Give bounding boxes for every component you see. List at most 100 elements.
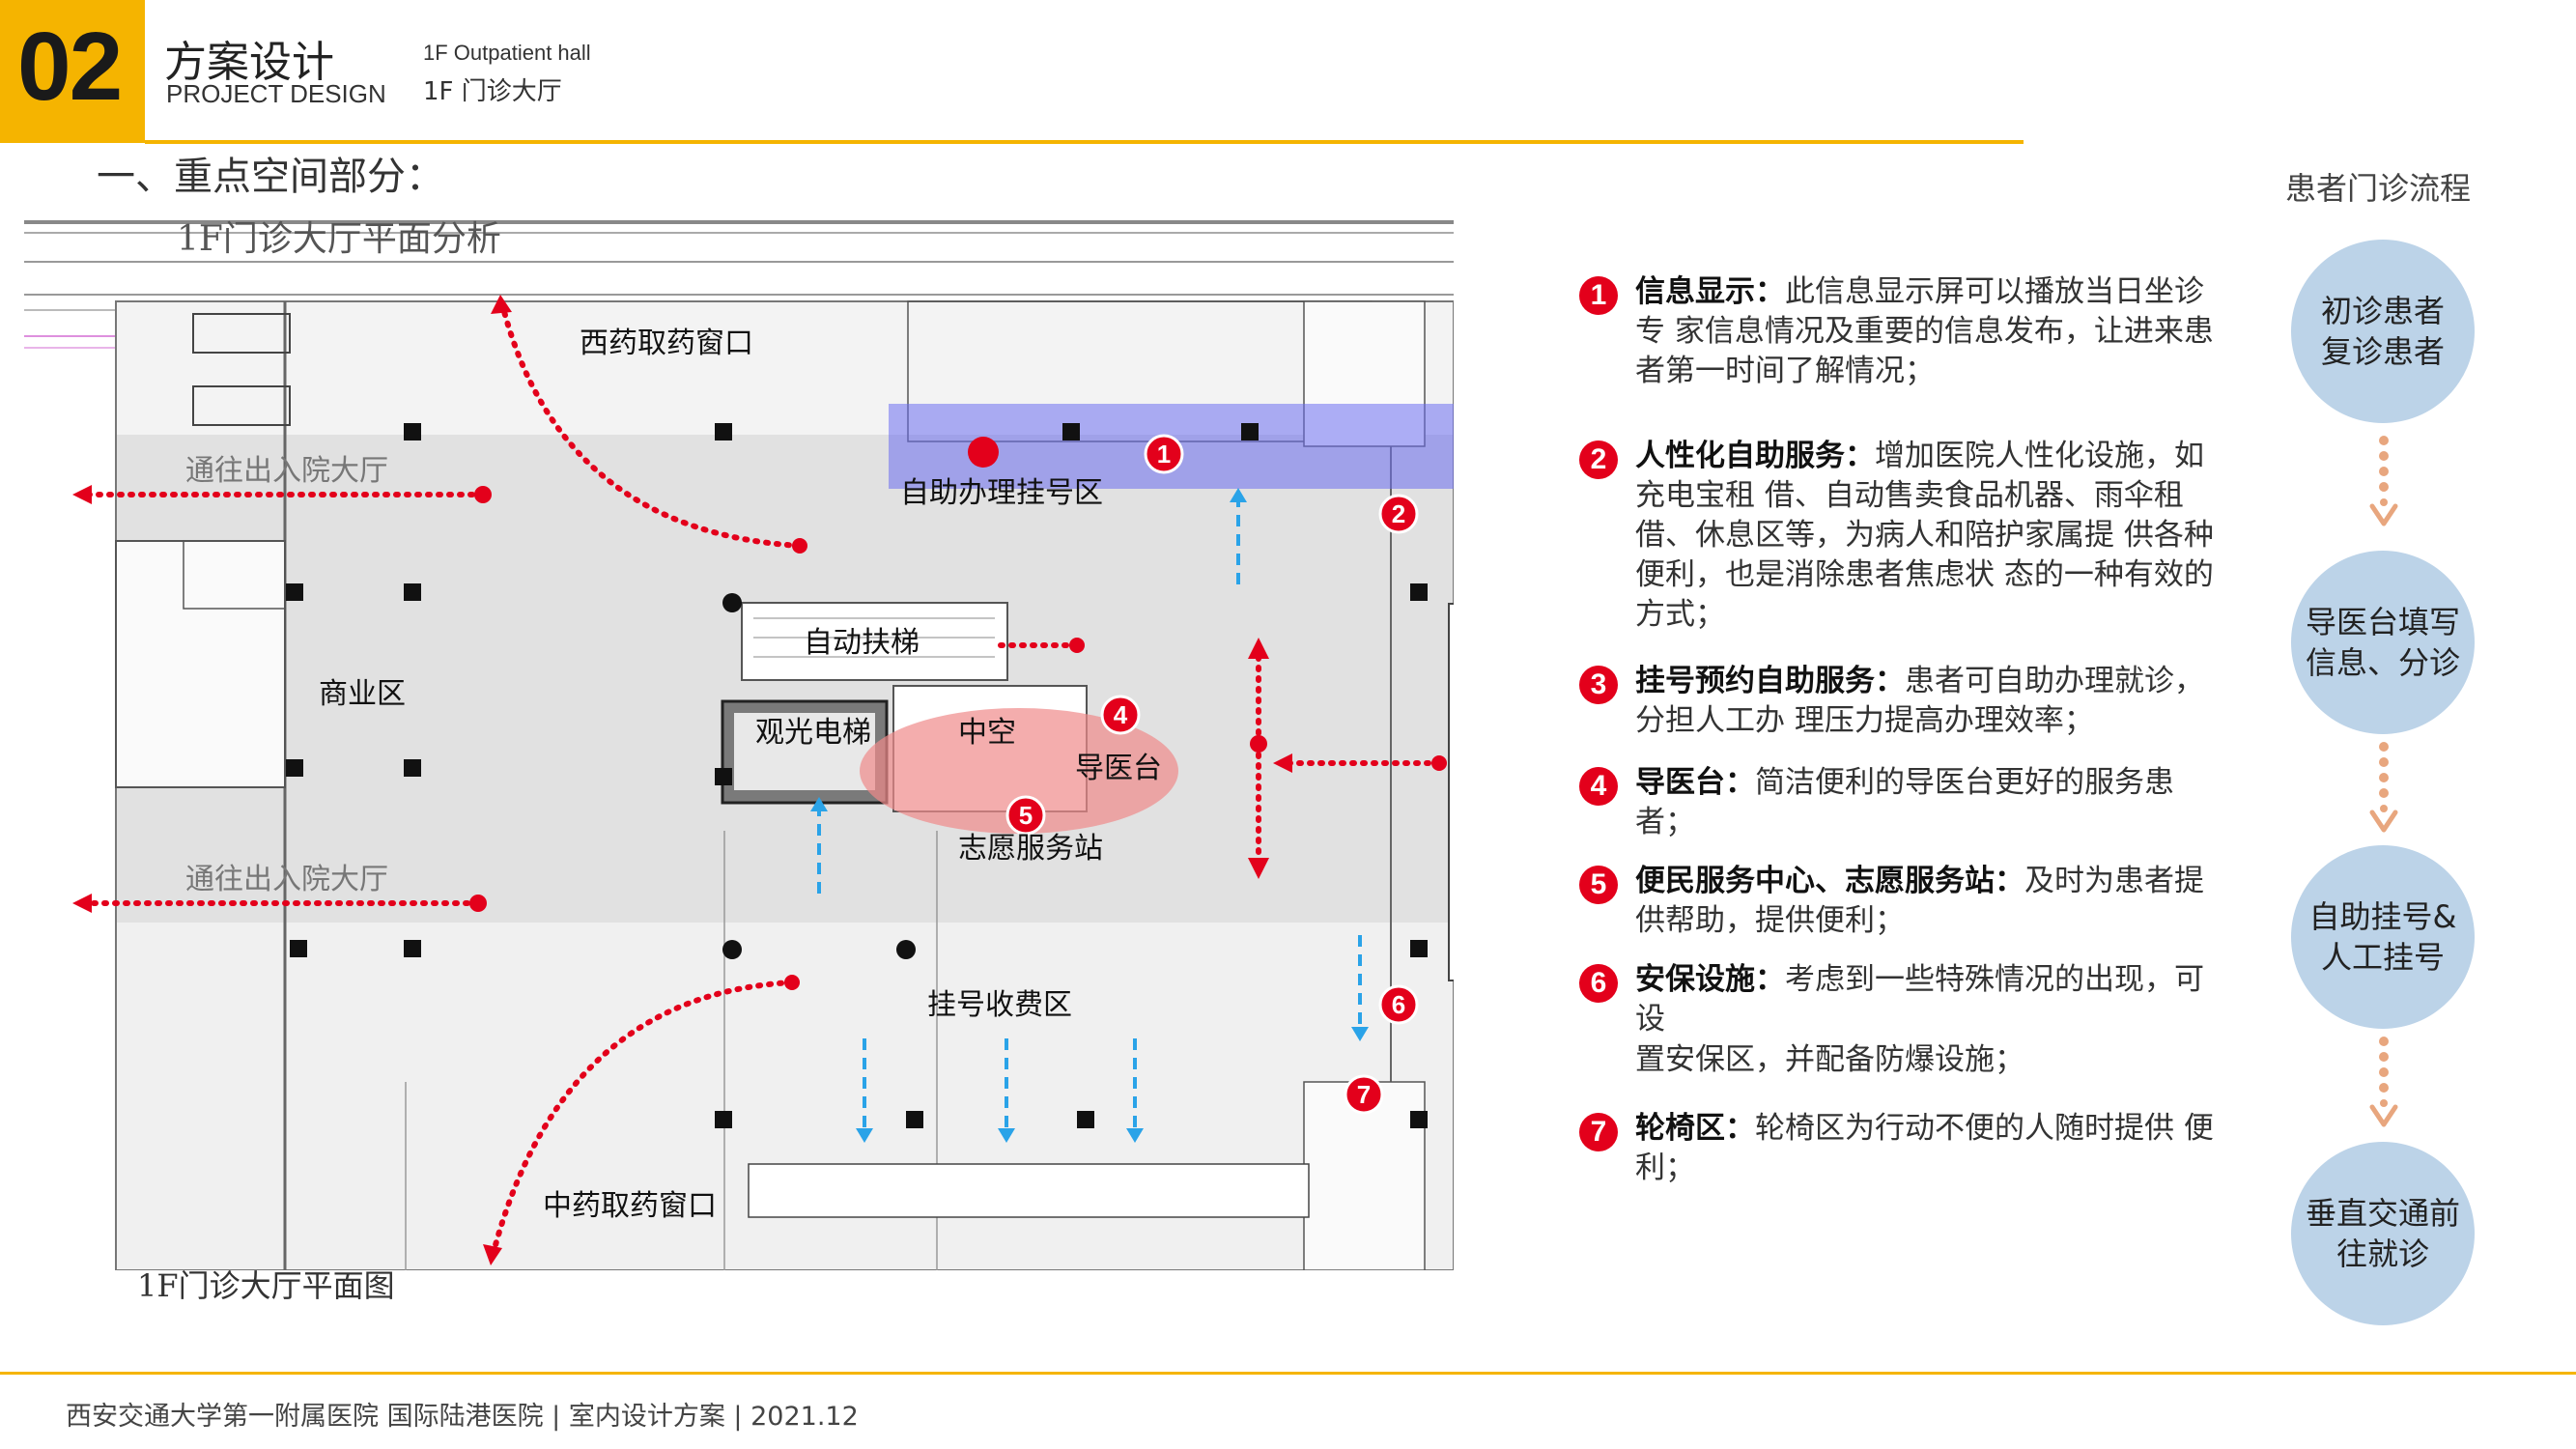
flow-arrow-down-icon	[2369, 742, 2398, 833]
plan-wall-band	[24, 294, 1454, 296]
plan-lower-zone	[116, 923, 1454, 1270]
legend-marker: 5	[1579, 866, 1618, 904]
flow-step-line: 人工挂号	[2320, 939, 2445, 976]
plan-marker-2-label: 2	[1392, 499, 1405, 528]
flow-step-line: 复诊患者	[2320, 333, 2445, 370]
legend-title: 导医台：	[1635, 765, 1755, 800]
plan-markers: 1 2 4 5 6 7	[1005, 434, 1419, 1115]
plan-marker-6-label: 6	[1392, 990, 1405, 1019]
flow-step-line: 导医台填写	[2305, 604, 2460, 640]
label-escalator: 自动扶梯	[804, 626, 920, 660]
flow-arrow-down-icon	[2369, 1037, 2398, 1127]
legend-marker: 7	[1579, 1113, 1618, 1151]
label-atrium: 中空	[958, 716, 1016, 750]
footer-divider	[0, 1372, 2576, 1375]
legend-marker: 1	[1579, 276, 1618, 315]
entrance-vestibule	[1448, 603, 1454, 981]
label-to-inpatient-top: 通往出入院大厅	[185, 454, 388, 488]
legend-text: 轮椅区：轮椅区为行动不便的人随时提供 便利；	[1635, 1109, 2215, 1188]
plan-marker-5	[1005, 795, 1046, 836]
commercial-block	[115, 540, 286, 788]
flow-step-line: 初诊患者	[2320, 293, 2445, 329]
legend-body: 此信息显示屏可以播放当日坐诊专 家信息情况及重要的信息发布，让进来患者第一时间了…	[1635, 274, 2214, 388]
label-self-registration: 自助办理挂号区	[900, 476, 1103, 510]
plan-room	[192, 313, 291, 354]
plan-title: 1F门诊大厅平面分析	[177, 219, 501, 259]
legend-marker: 4	[1579, 767, 1618, 806]
label-registration-payment: 挂号收费区	[927, 988, 1072, 1022]
legend-marker: 3	[1579, 666, 1618, 704]
flow-step-line: 自助挂号&	[2308, 898, 2457, 935]
label-volunteer: 志愿服务站	[958, 832, 1103, 866]
elevator-inner	[734, 713, 875, 790]
flow-step-line: 信息、分诊	[2305, 644, 2460, 681]
plan-marker-2	[1378, 494, 1419, 534]
legend-text: 导医台：简洁便利的导医台更好的服务患者；	[1635, 763, 2215, 842]
blue-arrow-heads	[810, 488, 1369, 1143]
flow-step-text: 垂直交通前往就诊	[2306, 1193, 2460, 1274]
flow-step-text: 自助挂号&人工挂号	[2309, 896, 2457, 978]
red-arrow-heads	[72, 295, 1447, 1265]
legend-title: 轮椅区：	[1635, 1111, 1755, 1146]
label-to-inpatient-bottom: 通往出入院大厅	[185, 863, 388, 896]
flow-title: 患者门诊流程	[2285, 170, 2472, 207]
label-chinese-pharmacy: 中药取药窗口	[543, 1189, 717, 1223]
legend-text: 挂号预约自助服务：患者可自助办理就诊，分担人工办 理压力提高办理效率；	[1635, 662, 2215, 741]
section-number: 02	[17, 13, 123, 121]
legend-text: 人性化自助服务：增加医院人性化设施，如充电宝租 借、自动售卖食品机器、雨伞租借、…	[1635, 437, 2215, 635]
guide-desk-highlight	[860, 708, 1178, 834]
legend-text: 便民服务中心、志愿服务站：及时为患者提供帮助，提供便利；	[1635, 862, 2215, 941]
header-divider	[145, 140, 2024, 144]
flow-arrow-down-icon	[2369, 436, 2398, 526]
plan-marker-4	[1100, 695, 1141, 735]
legend-marker: 2	[1579, 440, 1618, 479]
red-flow-arrows	[76, 301, 1442, 1259]
legend-body: 简洁便利的导医台更好的服务患者；	[1635, 765, 2174, 839]
label-west-pharmacy: 西药取药窗口	[580, 327, 753, 360]
plan-marker-7-label: 7	[1357, 1080, 1371, 1109]
plan-marker-1-label: 1	[1157, 440, 1171, 469]
page-subtitle-en: 1F Outpatient hall	[423, 41, 591, 65]
plan-wall-band	[24, 232, 1454, 234]
flow-step-text: 初诊患者复诊患者	[2321, 291, 2445, 372]
plan-marker-5-label: 5	[1019, 801, 1033, 830]
blue-flow-arrows	[817, 493, 1362, 1135]
legend-body: 轮椅区为行动不便的人随时提供 便利；	[1635, 1111, 2214, 1185]
flow-step-2: 导医台填写信息、分诊	[2291, 551, 2475, 734]
flow-step-line: 往就诊	[2335, 1236, 2429, 1272]
label-elevator: 观光电梯	[755, 716, 871, 750]
legend-marker: 6	[1579, 964, 1618, 1003]
flow-step-line: 垂直交通前	[2305, 1195, 2460, 1232]
commercial-room	[183, 540, 286, 610]
legend-body: 考虑到一些特殊情况的出现，可设	[1635, 962, 2204, 1037]
plan-room	[192, 385, 291, 426]
plan-wall-band	[24, 220, 1454, 224]
plan-columns	[286, 423, 1428, 1128]
legend-title: 挂号预约自助服务：	[1635, 664, 1905, 698]
legend-text: 安保设施：考虑到一些特殊情况的出现，可设	[1635, 960, 2215, 1039]
legend-body: 置安保区，并配备防爆设施；	[1635, 1042, 2024, 1077]
plan-dot-3	[968, 437, 999, 468]
page-title: 方案设计	[164, 38, 334, 87]
plan-marker-1	[1144, 434, 1184, 474]
escalator-block	[741, 602, 1008, 681]
section-heading: 一、重点空间部分：	[97, 155, 444, 199]
footer-text: 西安交通大学第一附属医院 国际陆港医院 | 室内设计方案 | 2021.12	[66, 1402, 859, 1432]
legend-body: 增加医院人性化设施，如充电宝租 借、自动售卖食品机器、雨伞租借、休息区等，为病人…	[1635, 439, 2214, 632]
label-guide-desk: 导医台	[1075, 752, 1162, 785]
flow-step-4: 垂直交通前往就诊	[2291, 1142, 2475, 1325]
plan-labels: 西药取药窗口 通往出入院大厅 自助办理挂号区 自动扶梯 商业区 观光电梯 中空 …	[185, 327, 1162, 1223]
plan-marker-7	[1344, 1074, 1384, 1115]
plan-marker-4-label: 4	[1114, 700, 1128, 729]
section-number-block: 02	[0, 0, 145, 143]
label-commercial: 商业区	[319, 677, 406, 711]
legend-title: 便民服务中心、志愿服务站：	[1635, 864, 2024, 898]
plan-caption: 1F门诊大厅平面图	[137, 1267, 395, 1304]
page-subtitle-cn: 1F 门诊大厅	[423, 77, 562, 106]
flow-step-text: 导医台填写信息、分诊	[2306, 602, 2460, 683]
legend-text: 信息显示：此信息显示屏可以播放当日坐诊专 家信息情况及重要的信息发布，让进来患者…	[1635, 272, 2215, 391]
legend-title: 人性化自助服务：	[1635, 439, 1875, 473]
legend-body: 及时为患者提供帮助，提供便利；	[1635, 864, 2204, 938]
payment-counters	[748, 1163, 1310, 1218]
legend-title: 安保设施：	[1635, 962, 1785, 997]
